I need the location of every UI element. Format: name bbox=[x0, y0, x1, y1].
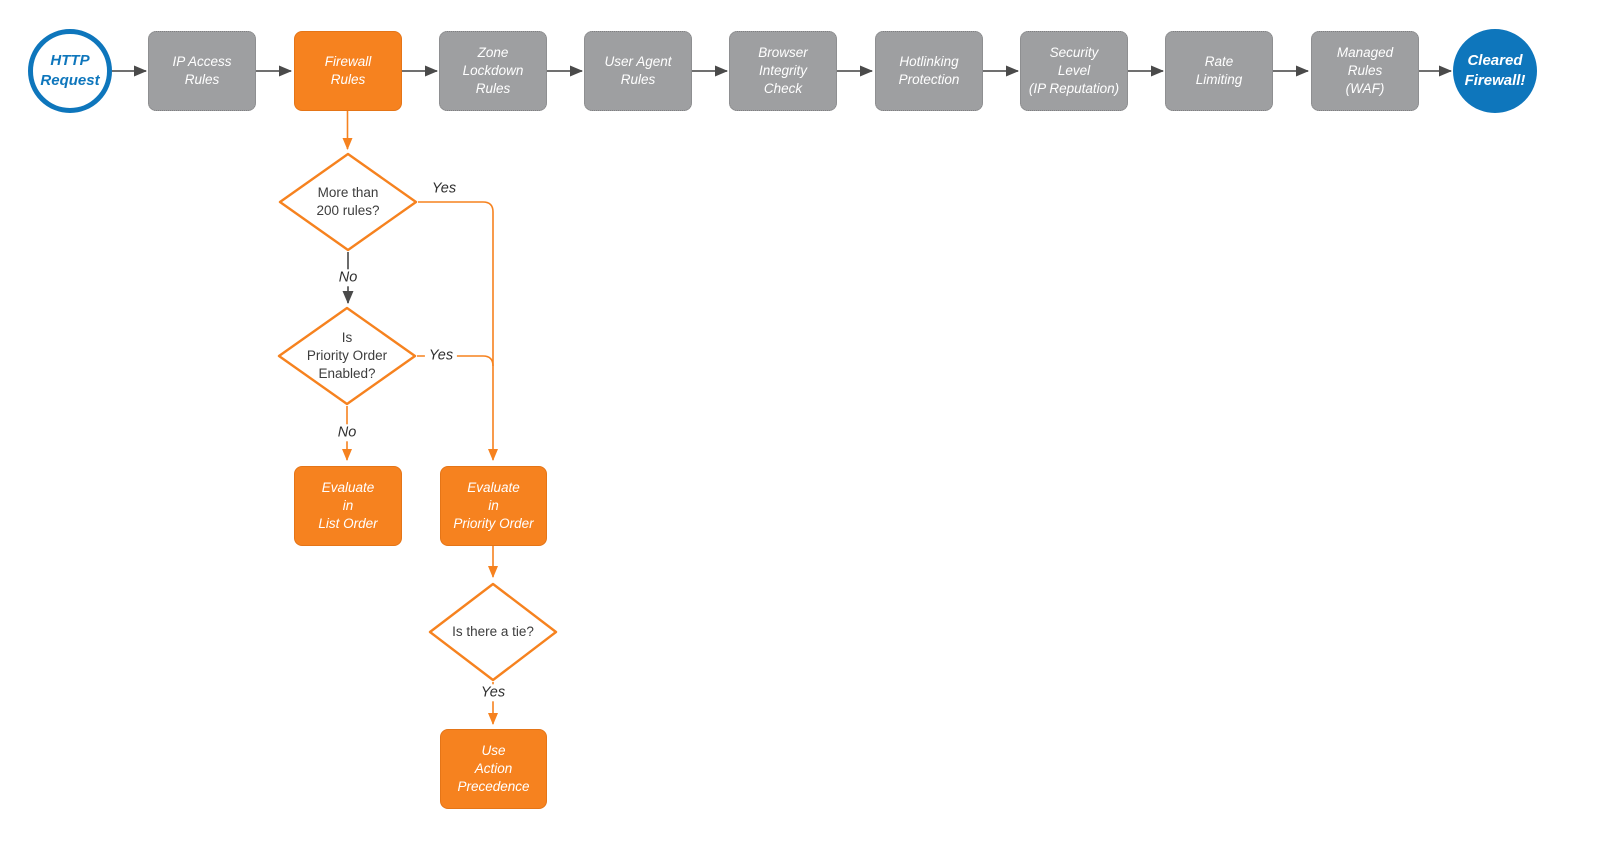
node-hotlinking-protection: Hotlinking Protection bbox=[875, 31, 983, 111]
node-label: Managed Rules (WAF) bbox=[1336, 45, 1394, 96]
node-label: Is Priority Order Enabled? bbox=[306, 330, 388, 381]
branch-arrows bbox=[342, 111, 498, 725]
node-label: HTTP Request bbox=[40, 52, 100, 89]
node-label: Is there a tie? bbox=[452, 624, 534, 640]
node-label: Hotlinking Protection bbox=[898, 54, 960, 87]
edge-label-no-priority-enabled: No bbox=[333, 424, 361, 442]
node-http-request: HTTP Request bbox=[28, 29, 112, 113]
node-label: Browser Integrity Check bbox=[758, 45, 808, 96]
node-use-action-precedence: Use Action Precedence bbox=[440, 729, 547, 809]
edge-label-no-more-rules: No bbox=[334, 269, 362, 287]
diamond-shape bbox=[278, 152, 418, 252]
diamond-shape bbox=[428, 582, 558, 682]
node-evaluate-in-priority-order: Evaluate in Priority Order bbox=[440, 466, 547, 546]
decision-more-than-200-rules: More than 200 rules? bbox=[278, 152, 418, 252]
node-browser-integrity-check: Browser Integrity Check bbox=[729, 31, 837, 111]
node-evaluate-in-list-order: Evaluate in List Order bbox=[294, 466, 402, 546]
node-label: Evaluate in Priority Order bbox=[453, 480, 534, 531]
node-label: Use Action Precedence bbox=[457, 743, 530, 794]
node-security-level: Security Level (IP Reputation) bbox=[1020, 31, 1128, 111]
node-label: Rate Limiting bbox=[1195, 54, 1243, 87]
node-label: Zone Lockdown Rules bbox=[462, 45, 524, 96]
node-label: IP Access Rules bbox=[172, 54, 232, 87]
node-label: Cleared Firewall! bbox=[1464, 52, 1526, 89]
edge-label-yes-priority-enabled: Yes bbox=[424, 347, 458, 365]
decision-priority-order-enabled: Is Priority Order Enabled? bbox=[277, 306, 417, 406]
node-managed-rules-waf: Managed Rules (WAF) bbox=[1311, 31, 1419, 111]
node-ip-access-rules: IP Access Rules bbox=[148, 31, 256, 111]
node-cleared-firewall: Cleared Firewall! bbox=[1453, 29, 1537, 113]
node-label: User Agent Rules bbox=[604, 54, 672, 87]
node-user-agent-rules: User Agent Rules bbox=[584, 31, 692, 111]
node-label: Evaluate in List Order bbox=[318, 480, 378, 531]
node-label: Security Level (IP Reputation) bbox=[1028, 45, 1120, 96]
node-firewall-rules: Firewall Rules bbox=[294, 31, 402, 111]
node-rate-limiting: Rate Limiting bbox=[1165, 31, 1273, 111]
node-label: Firewall Rules bbox=[324, 54, 372, 87]
node-label: More than 200 rules? bbox=[316, 185, 380, 218]
edge-label-yes-more-rules: Yes bbox=[427, 180, 461, 198]
node-zone-lockdown-rules: Zone Lockdown Rules bbox=[439, 31, 547, 111]
diamond-shape bbox=[277, 306, 417, 406]
edge-label-yes-tie: Yes bbox=[476, 684, 510, 702]
decision-is-there-a-tie: Is there a tie? bbox=[428, 582, 558, 682]
